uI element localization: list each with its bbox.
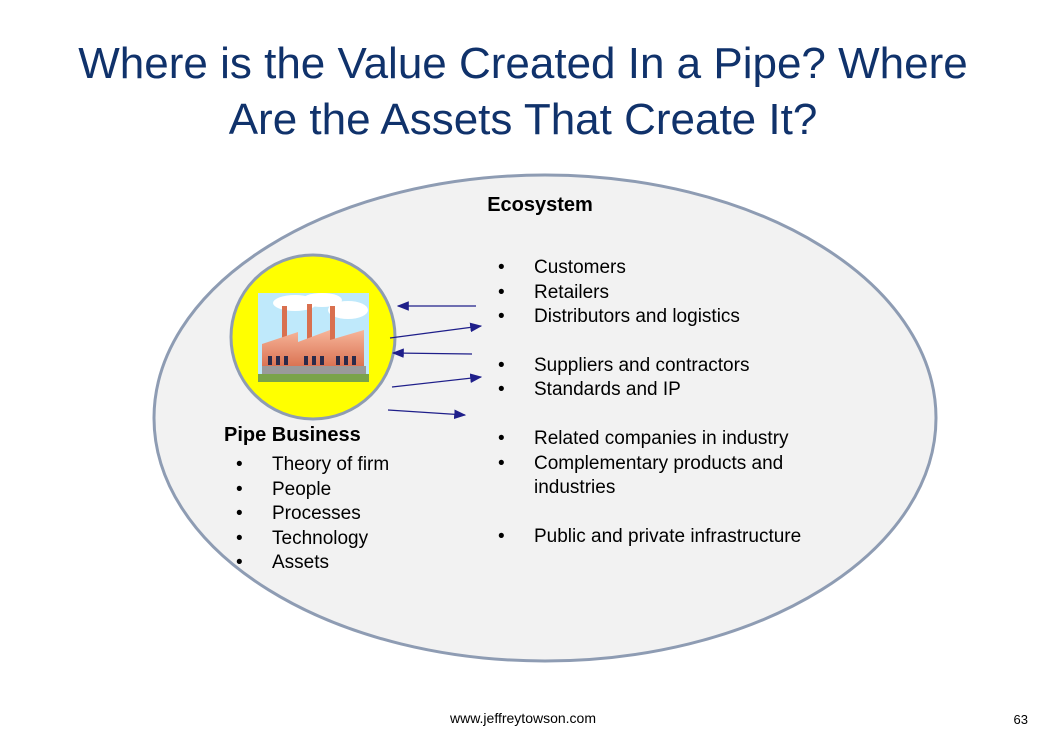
arrow-to-ecosystem-3 <box>387 409 467 420</box>
ecosystem-item: Customers <box>496 256 836 281</box>
pipe-business-item: People <box>234 478 389 503</box>
ecosystem-item: Distributors and logistics <box>496 305 836 330</box>
pipe-business-item: Assets <box>234 551 389 576</box>
ecosystem-item: Suppliers and contractors <box>496 354 836 379</box>
ecosystem-label: Ecosystem <box>487 194 593 216</box>
arrow-to-ecosystem-1 <box>389 322 483 339</box>
factory-icon <box>258 293 369 382</box>
pipe-business-list: Theory of firm People Processes Technolo… <box>234 453 389 576</box>
pipe-business-item: Processes <box>234 502 389 527</box>
ecosystem-item: Public and private infrastructure <box>496 525 836 550</box>
slide-title: Where is the Value Created In a Pipe? Wh… <box>0 36 1046 148</box>
ecosystem-item: Standards and IP <box>496 378 836 403</box>
page-number: 63 <box>1013 712 1028 727</box>
ecosystem-item: Retailers <box>496 281 836 306</box>
pipe-business-item: Theory of firm <box>234 453 389 478</box>
title-line-1: Where is the Value Created In a Pipe? Wh… <box>78 39 968 88</box>
footer-url: www.jeffreytowson.com <box>449 710 596 726</box>
arrow-to-ecosystem-2 <box>391 373 483 388</box>
ecosystem-list: Customers Retailers Distributors and log… <box>496 256 836 549</box>
pipe-business-item: Technology <box>234 527 389 552</box>
arrow-to-pipe-2 <box>391 348 473 358</box>
ecosystem-item: Complementary products and industries <box>496 452 836 501</box>
pipe-business-label: Pipe Business <box>224 424 361 446</box>
title-line-2: Are the Assets That Create It? <box>228 95 818 144</box>
ecosystem-item: Related companies in industry <box>496 427 836 452</box>
